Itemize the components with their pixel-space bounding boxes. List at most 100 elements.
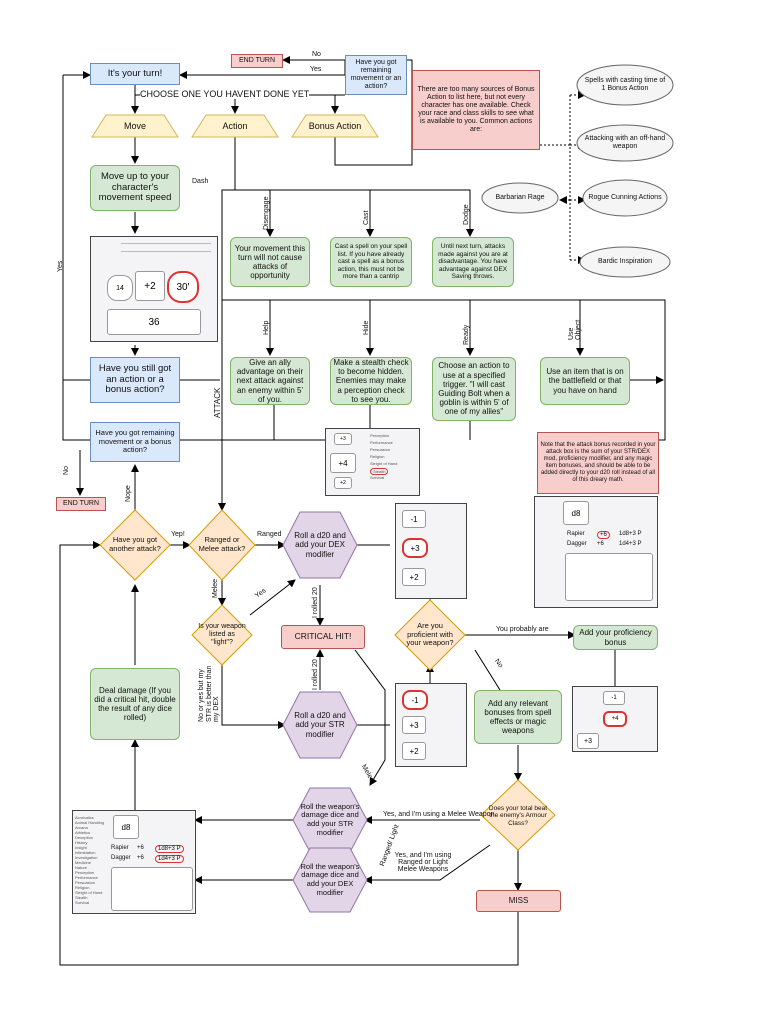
skills-left-9: Medicine <box>75 860 92 865</box>
str-roll-hexagon <box>282 691 358 759</box>
skills-left-1: Animal Handling <box>75 820 105 825</box>
label-yes-left: Yes <box>57 260 64 272</box>
skills-left-5: History <box>75 840 88 845</box>
weapon-1-dmg-r: 1d4+3 P <box>619 541 642 547</box>
proficient-text: Are you proficient with your weapon? <box>406 621 454 648</box>
weapon-0-bonus-r: +6 <box>597 531 610 539</box>
action-trapezoid <box>191 114 279 138</box>
critical-hit-node: CRITICAL HIT! <box>281 625 365 649</box>
cloud-text-3: Rogue Cunning Actions <box>588 193 662 201</box>
still-got-node: Have you still got an action or a bonus … <box>90 357 180 403</box>
skill-0: Perception <box>370 433 390 438</box>
skills-left-10: Nature <box>75 865 88 870</box>
sheet-snippet-prof: -1 +4 +3 <box>572 686 658 752</box>
sheet-snippet-mods-bottom: -1 +3 +2 <box>395 683 467 767</box>
bonus-four: +4 <box>330 453 356 473</box>
weapon-0-name-r: Rapier <box>567 531 585 537</box>
choice-trapezoids <box>91 114 379 138</box>
hit-dice-right: d8 <box>563 501 589 525</box>
tag-ready: Ready <box>463 324 470 345</box>
weapon-1-bonus-l: +6 <box>137 855 144 861</box>
cloud-text-4: Barbarian Rage <box>495 193 545 201</box>
sheet-snippet-mods-top: -1 +3 +2 <box>395 503 467 599</box>
skills-left-4: Deception <box>75 835 94 840</box>
attack-notes-area-l <box>111 867 193 911</box>
sheet-snippet-skills: +3 +4 +2 Perception Performance Persuasi… <box>325 428 420 496</box>
cloud-rogue <box>582 179 668 217</box>
add-prof-node: Add your proficiency bonus <box>573 625 658 650</box>
light-text: Is your weapon listed as "light"? <box>198 622 246 647</box>
skills-left-17: Survival <box>75 900 90 905</box>
bonus-trapezoid <box>291 114 379 138</box>
tag-cast: Cast <box>363 210 370 225</box>
tag-dodge: Dodge <box>463 204 470 225</box>
sheet-snippet-weapons-left: Acrobatics Animal Handling Arcana Athlet… <box>72 810 196 914</box>
weapon-0-dmg-r: 1d8+3 P <box>619 531 642 537</box>
label-you-probably: You probably are <box>496 626 549 633</box>
hide-node: Make a stealth check to become hidden. E… <box>330 357 412 405</box>
label-no-str: No or yes but my STR is better than my D… <box>198 665 221 722</box>
label-rolled20-top: I rolled 20 <box>312 587 319 618</box>
skills-left-8: Investigation <box>75 855 98 860</box>
another-attack-diamond <box>99 509 171 581</box>
bonus-clouds <box>481 64 674 278</box>
weapon-1-bonus-r: +6 <box>597 541 604 547</box>
start-node: It's your turn! <box>90 63 180 85</box>
add-bonus-node: Add any relevant bonuses from spell effe… <box>474 690 562 744</box>
remaining-move-node: Have you got remaining movement or a bon… <box>90 422 180 462</box>
help-node: Give an ally advantage on their next att… <box>230 357 310 405</box>
label-nope: Nope <box>125 485 132 502</box>
sheet-snippet-combat: 14 +2 30' 36 <box>90 236 218 342</box>
mod-top-1: -1 <box>402 510 426 528</box>
tag-help: Help <box>263 320 270 335</box>
miss-node: MISS <box>476 890 561 912</box>
ranged-melee-text: Ranged or Melee attack? <box>198 535 246 553</box>
bonus-question-node: Have you got remaining movement or an ac… <box>345 55 407 95</box>
tag-use-object: Use Object <box>568 319 582 340</box>
label-yes-top: Yes <box>310 66 322 73</box>
speed-value: 30' <box>167 271 199 303</box>
choose-label: CHOOSE ONE YOU HAVENT DONE YET <box>140 89 310 99</box>
skills-left-15: Sleight of Hand <box>75 890 103 895</box>
skills-left-14: Religion <box>75 885 90 890</box>
tag-disengage: Disengage <box>263 196 270 230</box>
action-label: Action <box>222 120 248 131</box>
hp-value: 36 <box>107 309 201 335</box>
beat-ac-text: Does your total beat the enemy's Armour … <box>488 804 548 827</box>
skill-4: Sleight of Hand <box>370 461 398 466</box>
attack-notes-area-r <box>565 553 653 601</box>
skill-6: Survival <box>370 475 385 480</box>
prof-mod-3: +3 <box>577 733 599 749</box>
mod-bottom-3: +2 <box>402 742 426 760</box>
dashed-connectors <box>540 91 586 264</box>
bonus-action-label: Bonus Action <box>308 120 362 131</box>
label-yes-melee: Yes, and I'm using a Melee Weapon <box>383 811 495 818</box>
cast-node: Cast a spell on your spell list. If you … <box>330 237 412 287</box>
mod-bottom-2: +3 <box>402 716 426 734</box>
sheet-snippet-weapons-right: d8 Rapier +6 1d8+3 P Dagger +6 1d4+3 P <box>534 496 658 608</box>
attack-bonus-note: Note that the attack bonus recorded in y… <box>537 432 659 494</box>
dmg-str-text: Roll the weapon's damage dice and add yo… <box>300 801 360 837</box>
use-object-node: Use an item that is on the battlefield o… <box>540 357 630 405</box>
mod-bottom-1: -1 <box>402 690 428 710</box>
init-value: +2 <box>135 271 165 301</box>
prof-mod-1: -1 <box>603 691 625 705</box>
label-rolled20-bottom: I rolled 20 <box>312 659 319 690</box>
hit-dice-left: d8 <box>113 815 139 839</box>
cloud-text-5: Bardic Inspiration <box>597 257 653 265</box>
light-diamond <box>191 604 253 666</box>
skills-left-2: Arcana <box>75 825 88 830</box>
roll-hexagons <box>282 511 368 913</box>
cloud-bardic <box>579 246 671 278</box>
label-ranged: Ranged <box>257 531 282 538</box>
skill-3: Religion <box>370 454 385 459</box>
skill-2: Persuasion <box>370 447 391 452</box>
skills-left-7: Intimidation <box>75 850 96 855</box>
cloud-rage <box>481 182 559 214</box>
move-label: Move <box>123 120 146 131</box>
skills-left-3: Athletics <box>75 830 91 835</box>
dex-roll-hexagon <box>282 511 358 579</box>
another-attack-text: Have you got another attack? <box>109 535 161 553</box>
ranged-melee-diamond <box>188 509 256 581</box>
